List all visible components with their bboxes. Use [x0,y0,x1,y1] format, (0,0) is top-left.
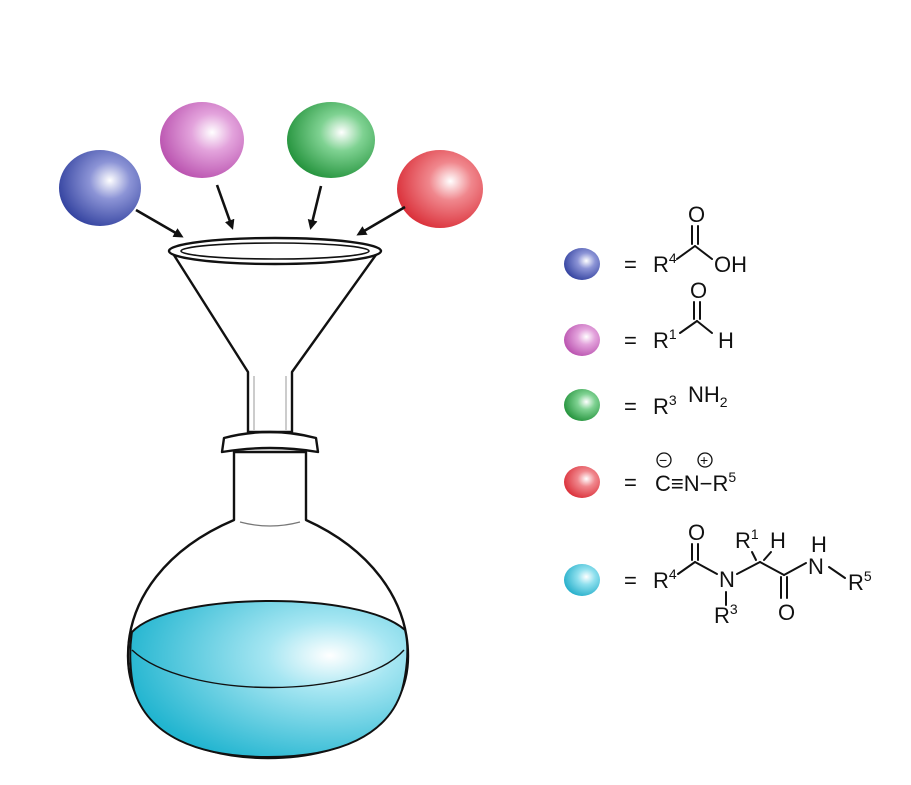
legend: = R4 O OH = R1 O H = R3 NH2 [564,202,872,628]
legend-row-amine: = R3 NH2 [564,382,728,421]
positive-charge: + [700,452,708,468]
legend-green-sphere [564,389,600,421]
legend-cyan-sphere [564,564,600,596]
product-r5-label: R5 [848,568,872,595]
r3-label: R3 [653,392,677,419]
hydroxyl-label: OH [714,252,747,277]
equals-sign: = [624,568,637,593]
legend-pink-sphere [564,324,600,356]
flask-liquid [129,600,409,759]
equals-sign: = [624,470,637,495]
legend-row-carboxylic-acid: = R4 O OH [564,202,747,280]
product-carbonyl-oxygen-2: O [778,600,795,625]
equals-sign: = [624,394,637,419]
arrow-green [307,185,323,230]
aldehyde-hydrogen: H [718,328,734,353]
product-alpha-hydrogen: H [770,528,786,553]
arrow-blue [135,208,184,238]
product-amide-n: N [719,567,735,592]
green-sphere [287,102,375,178]
legend-row-isocyanide: = − + C≡N−R5 [564,452,736,498]
product-nh-hydrogen: H [811,532,827,557]
liquid-surface [131,649,405,689]
legend-blue-sphere [564,248,600,280]
aldehyde-oxygen: O [690,278,707,303]
r1-label: R1 [653,326,677,353]
isocyanide-formula: C≡N−R5 [655,469,736,496]
product-r3-label: R3 [714,601,738,628]
blue-sphere [59,150,141,226]
input-arrows [135,184,406,238]
equals-sign: = [624,252,637,277]
arrow-red [356,205,406,236]
negative-charge: − [659,452,667,468]
legend-red-sphere [564,466,600,498]
round-bottom-flask [126,430,410,760]
arrow-pink [215,184,235,230]
nh2-label: NH2 [688,382,728,410]
product-carbonyl-oxygen-1: O [688,520,705,545]
legend-row-product: = R4 O N R3 R1 H O H N R5 [564,520,872,628]
red-sphere [397,150,483,228]
carbonyl-oxygen: O [688,202,705,227]
legend-row-aldehyde: = R1 O H [564,278,734,356]
product-r1-label: R1 [735,526,759,553]
funnel [167,236,383,434]
product-amide-n-2: N [808,554,824,579]
pink-sphere [160,102,244,178]
equals-sign: = [624,328,637,353]
product-r4-label: R4 [653,566,677,593]
r4-label: R4 [653,250,677,277]
reactant-spheres [59,102,483,228]
